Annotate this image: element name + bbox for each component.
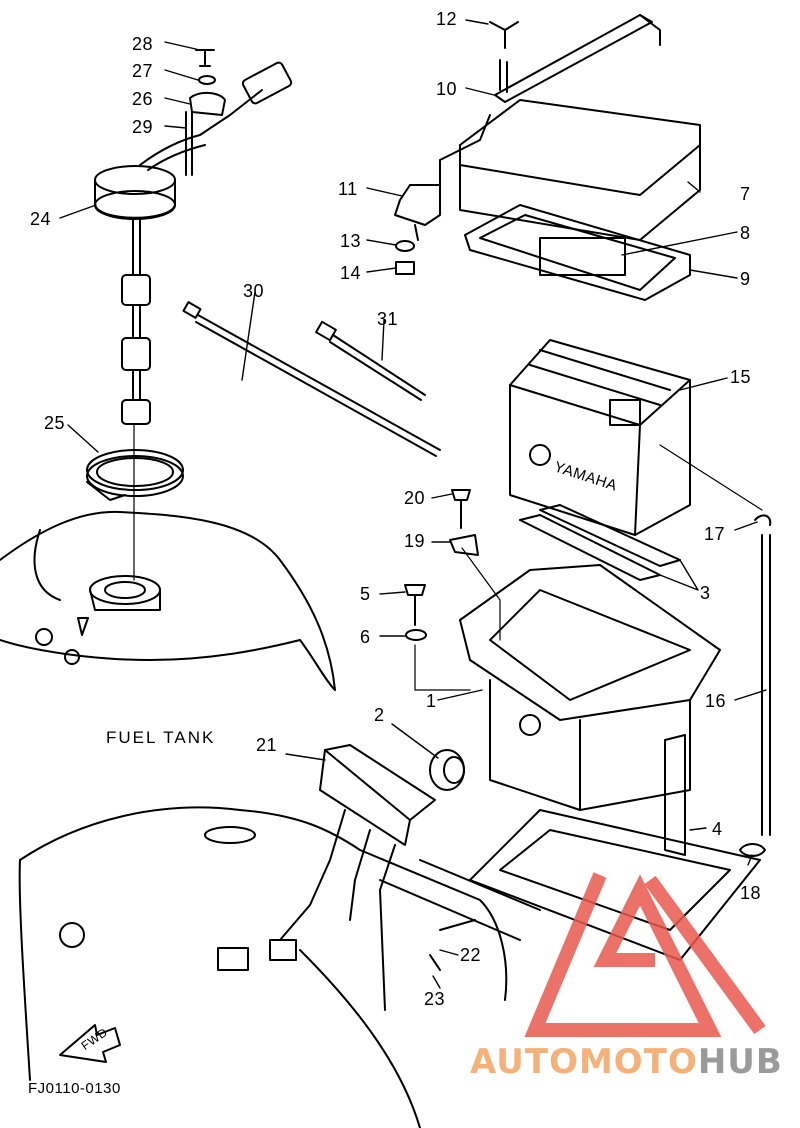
grommet xyxy=(429,749,465,791)
drawing-code: FJ0110-0130 xyxy=(28,1080,121,1097)
callout-6: 6 xyxy=(360,627,371,647)
screws xyxy=(404,489,479,641)
cable-ties xyxy=(182,301,441,457)
callout-2: 2 xyxy=(374,705,385,725)
reference-lines xyxy=(133,424,763,691)
callout-31: 31 xyxy=(377,309,399,329)
callout-29: 29 xyxy=(132,117,154,137)
bracket-4 xyxy=(664,734,686,856)
hardware-top-left xyxy=(185,49,226,176)
fuel-sender xyxy=(94,61,293,425)
callout-13: 13 xyxy=(340,231,362,251)
callout-8: 8 xyxy=(740,223,751,243)
watermark-text: AUTOMOTOHUB xyxy=(470,1042,783,1082)
callout-7: 7 xyxy=(740,184,751,204)
callout-24: 24 xyxy=(30,209,52,229)
callout-25: 25 xyxy=(44,413,66,433)
fuse-box xyxy=(217,744,436,1011)
hose-clamp xyxy=(86,449,184,501)
battery-box xyxy=(459,564,721,811)
callout-22: 22 xyxy=(460,945,482,965)
callout-17: 17 xyxy=(704,524,726,544)
fuel-tank-label: FUEL TANK xyxy=(106,728,216,747)
battery xyxy=(509,339,691,536)
callout-19: 19 xyxy=(404,531,426,551)
callout-21: 21 xyxy=(256,735,278,755)
callout-10: 10 xyxy=(436,79,458,99)
callout-27: 27 xyxy=(132,61,154,81)
watermark-logo xyxy=(524,872,766,1037)
callout-26: 26 xyxy=(132,89,154,109)
fwd-arrow xyxy=(59,1024,121,1063)
callout-20: 20 xyxy=(404,488,426,508)
callout-1: 1 xyxy=(426,691,437,711)
callout-9: 9 xyxy=(740,269,751,289)
rod-16 xyxy=(761,534,771,836)
watermark-text-part2: HUB xyxy=(697,1042,783,1082)
clips xyxy=(739,514,772,857)
hull xyxy=(18,806,761,1128)
callout-30: 30 xyxy=(243,281,265,301)
callout-3: 3 xyxy=(700,583,711,603)
watermark-text-part1: AUTOMOTO xyxy=(470,1042,698,1082)
callout-5: 5 xyxy=(360,584,371,604)
callout-18: 18 xyxy=(740,883,762,903)
callout-15: 15 xyxy=(730,367,752,387)
callout-11: 11 xyxy=(338,179,358,199)
callout-12: 12 xyxy=(436,9,458,29)
bracket-hardware xyxy=(394,114,491,275)
leader-lines xyxy=(59,19,767,989)
battery-hold-bar xyxy=(489,14,661,103)
callout-23: 23 xyxy=(424,989,446,1009)
callout-16: 16 xyxy=(705,691,727,711)
callout-14: 14 xyxy=(340,263,362,283)
callout-4: 4 xyxy=(712,819,723,839)
fuel-tank xyxy=(0,510,336,691)
battery-cover xyxy=(459,99,701,301)
callout-28: 28 xyxy=(132,34,154,54)
